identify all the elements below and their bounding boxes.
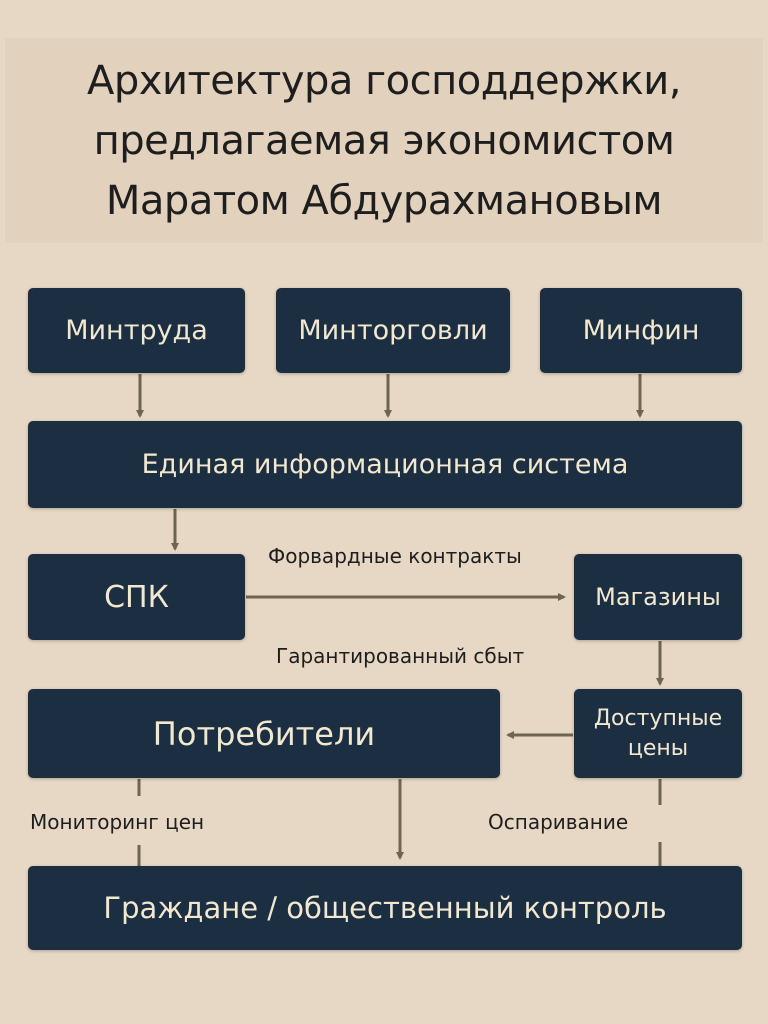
node-potrebiteli: Потребители	[28, 689, 500, 778]
edge-label-forward: Форвардные контракты	[268, 544, 522, 568]
node-dostupnye-ceny: Доступные цены	[574, 689, 742, 778]
node-label: Граждане / общественный контроль	[103, 891, 667, 925]
node-grazhdane: Граждане / общественный контроль	[28, 866, 742, 950]
node-label-line-2: цены	[627, 735, 689, 761]
title-line-3: Маратом Абдурахмановым	[105, 177, 663, 224]
title-line-2: предлагаемая экономистом	[93, 117, 675, 164]
node-label: Минфин	[582, 315, 700, 346]
node-spk: СПК	[28, 554, 245, 640]
node-eis: Единая информационная система	[28, 421, 742, 508]
node-label: Минтруда	[65, 315, 208, 346]
edge-label-monitoring: Мониторинг цен	[30, 810, 205, 834]
edge-label-dispute: Оспаривание	[488, 810, 629, 834]
node-magaziny: Магазины	[574, 554, 742, 640]
node-label-line-1: Доступные	[593, 705, 723, 731]
node-minfin: Минфин	[540, 288, 742, 373]
node-label: Минторговли	[298, 315, 488, 346]
node-mintruda: Минтруда	[28, 288, 245, 373]
node-label: Потребители	[152, 714, 376, 753]
title-line-1: Архитектура господдержки,	[87, 57, 681, 104]
node-mintorgovli: Минторговли	[276, 288, 510, 373]
node-label: Единая информационная система	[141, 449, 629, 480]
node-label: Магазины	[595, 583, 721, 611]
title-band: Архитектура господдержки, предлагаемая э…	[5, 38, 763, 243]
edge-label-guaranteed: Гарантированный сбыт	[276, 644, 525, 668]
node-label: СПК	[104, 579, 169, 615]
